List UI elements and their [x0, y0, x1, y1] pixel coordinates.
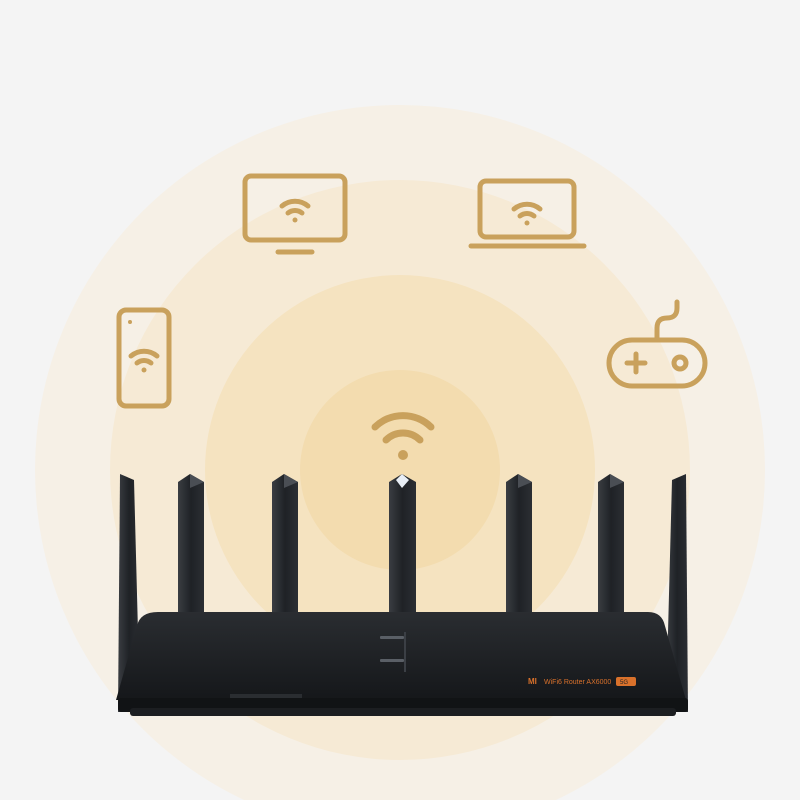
- status-light-bottom: [380, 659, 404, 662]
- phone-wifi-icon: [116, 307, 172, 409]
- gamepad-icon: [606, 299, 708, 389]
- router-model-text: WiFi6 Router AX6000: [544, 679, 611, 686]
- router-brand-mark: MI: [528, 677, 537, 686]
- indicator-light: [396, 474, 409, 488]
- router-badge: [616, 677, 636, 686]
- router-body: [116, 612, 688, 716]
- router-label: MI WiFi6 Router AX6000 5G: [528, 677, 636, 686]
- status-light-top: [380, 636, 404, 639]
- monitor-wifi-icon: [242, 173, 348, 255]
- router-badge-text: 5G: [620, 680, 628, 686]
- laptop-wifi-icon: [468, 178, 587, 249]
- wifi-icon: [371, 412, 435, 460]
